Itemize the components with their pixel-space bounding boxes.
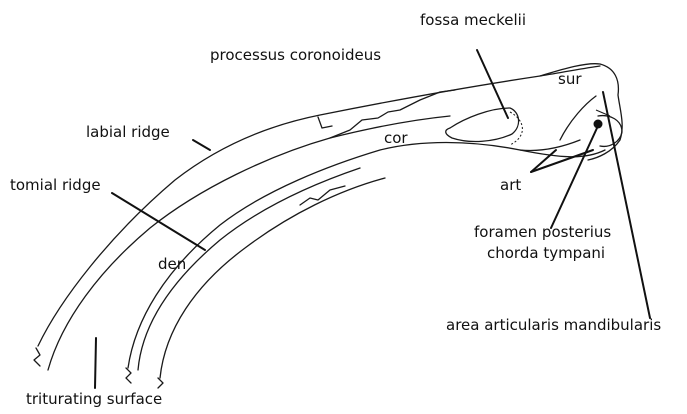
broken-end-mid (126, 368, 131, 383)
label-art: art (500, 176, 521, 194)
label-tomial-ridge: tomial ridge (10, 176, 101, 194)
leader-fossa-meckelii (477, 50, 508, 118)
tomial-ridge-line-b (160, 178, 385, 378)
leader-lines (95, 50, 650, 388)
leader-labial-ridge (193, 140, 210, 150)
label-cor: cor (384, 129, 408, 147)
label-fossa-meckelii: fossa meckelii (420, 11, 526, 29)
leader-foramen (551, 128, 597, 228)
broken-end-right (158, 378, 163, 388)
labial-ridge-line (48, 116, 450, 370)
foramen-dot (594, 120, 603, 129)
dentary-outer-edge (38, 66, 600, 346)
label-sur: sur (558, 70, 582, 88)
leader-area-articularis (603, 92, 650, 318)
articular-inner (560, 96, 596, 140)
label-den: den (158, 255, 186, 273)
dentary-step (318, 117, 332, 128)
broken-end-left (34, 348, 40, 366)
articular-lower (520, 140, 580, 151)
label-labial-ridge: labial ridge (86, 123, 170, 141)
label-triturating-surface: triturating surface (26, 390, 162, 408)
label-foramen-line2: chorda tympani (487, 244, 605, 262)
label-area-articularis: area articularis mandibularis (446, 316, 661, 334)
leader-tomial-ridge (112, 193, 205, 250)
label-foramen-line1: foramen posterius (474, 223, 611, 241)
leader-triturating (95, 338, 96, 388)
fossa-meckelii-outline (446, 108, 519, 141)
label-processus-coronoideus: processus coronoideus (210, 46, 381, 64)
labels: fossa meckelii processus coronoideus sur… (10, 11, 661, 408)
